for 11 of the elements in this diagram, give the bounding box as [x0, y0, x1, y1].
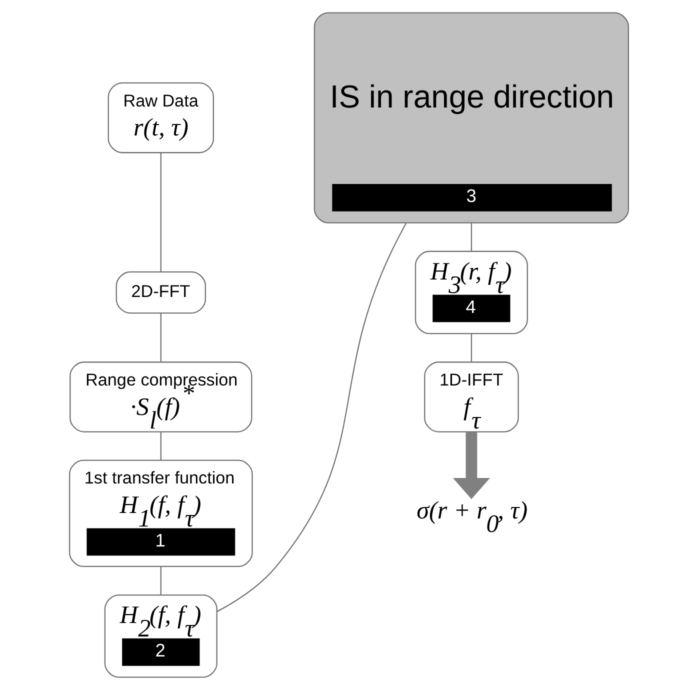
connector	[470, 223, 472, 252]
node-box: 2D-FFT	[115, 271, 206, 314]
connector	[216, 222, 406, 612]
node-box: IS in range direction 3	[313, 12, 628, 224]
arrow	[452, 432, 490, 500]
node-box: Raw Data r(t, τ)	[107, 82, 214, 154]
connector	[160, 313, 161, 362]
connector	[160, 566, 161, 595]
connector	[470, 334, 472, 362]
connector	[160, 153, 161, 272]
connector	[160, 432, 161, 460]
